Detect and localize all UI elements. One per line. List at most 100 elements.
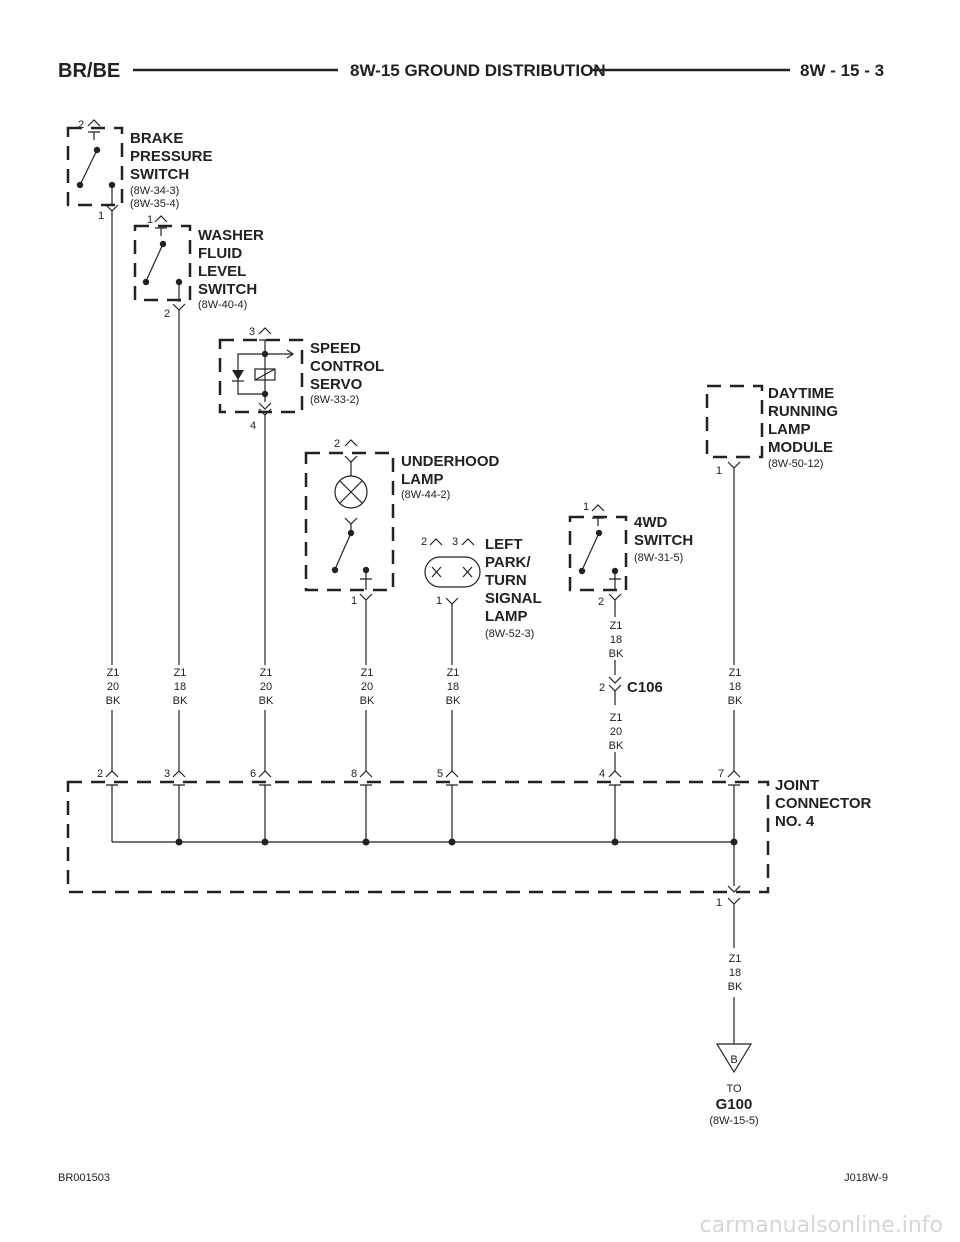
terminal-icon xyxy=(155,227,167,236)
connector-female-icon xyxy=(429,538,443,546)
wire-1-color: BK xyxy=(106,695,121,707)
connector-female-icon xyxy=(591,504,605,512)
switch-blade-icon xyxy=(80,149,98,184)
inline-connector-icon xyxy=(608,676,622,692)
washer-switch-outline xyxy=(133,224,192,302)
underhood-lamp-pin-top: 2 xyxy=(334,438,340,450)
park-lamp-pin-2: 2 xyxy=(421,536,427,548)
drl-module-label-2: RUNNING xyxy=(768,403,838,420)
splice-icon xyxy=(730,838,738,846)
switch-blade-icon xyxy=(335,532,352,568)
wire-6-upper-color: BK xyxy=(609,648,624,660)
joint-pin-7: 7 xyxy=(718,768,724,780)
joint-connector-no-4: 2 3 6 8 5 4 7 1 JOINT CONNECTOR xyxy=(66,768,872,909)
ground-ref: (8W-15-5) xyxy=(709,1115,758,1127)
washer-switch-label-4: SWITCH xyxy=(198,281,257,298)
washer-switch-ref: (8W-40-4) xyxy=(198,299,247,311)
four-wd-switch-label-2: SWITCH xyxy=(634,532,693,549)
ground-letter: B xyxy=(730,1054,737,1066)
underhood-lamp-pin-bottom: 1 xyxy=(351,595,357,607)
wire-5-circuit: Z1 xyxy=(447,667,460,679)
park-lamp-label-5: LAMP xyxy=(485,608,528,625)
switch-contact-icon xyxy=(578,567,586,575)
washer-switch-label-1: WASHER xyxy=(198,227,264,244)
wire-out-gauge: 18 xyxy=(729,967,741,979)
c106-pin: 2 xyxy=(599,682,605,694)
brake-switch-pin-bottom: 1 xyxy=(98,210,104,222)
wire-2-color: BK xyxy=(173,695,188,707)
wire-3-circuit: Z1 xyxy=(260,667,273,679)
washer-switch-pin-top: 1 xyxy=(147,214,153,226)
switch-contact-icon xyxy=(331,566,339,574)
wire-3-gauge: 20 xyxy=(260,681,272,693)
park-lamp-label-3: TURN xyxy=(485,572,527,589)
speed-control-servo: 3 4 SPEED CONTROL SERVO (8W-33-2) xyxy=(218,326,384,432)
solenoid-coil-icon xyxy=(254,368,276,381)
connector-female-icon xyxy=(105,770,119,842)
washer-switch-label-2: FLUID xyxy=(198,245,242,262)
park-lamp-label-2: PARK/ xyxy=(485,554,531,571)
brake-switch-ref-2: (8W-35-4) xyxy=(130,198,179,210)
wire-5-color: BK xyxy=(446,695,461,707)
washer-switch-label-3: LEVEL xyxy=(198,263,246,280)
wire-6-lower-gauge: 20 xyxy=(610,726,622,738)
connector-female-icon xyxy=(87,119,101,127)
wire-6-lower-color: BK xyxy=(609,740,624,752)
joint-pin-6: 6 xyxy=(250,768,256,780)
wire-2-circuit: Z1 xyxy=(174,667,187,679)
arrow-icon xyxy=(265,349,295,359)
connector-female-icon xyxy=(344,439,358,447)
servo-label-3: SERVO xyxy=(310,376,363,393)
splice-icon xyxy=(261,838,269,846)
four-wd-switch-pin-bottom: 2 xyxy=(598,596,604,608)
joint-connector-pins: 2 3 6 8 5 4 7 xyxy=(97,768,741,886)
brake-switch-outline xyxy=(66,126,124,207)
joint-connector-label-1: JOINT xyxy=(775,777,819,794)
ground-output: Z1 18 BK B TO G100 (8W-15-5) xyxy=(709,904,759,1127)
switch-blade-icon xyxy=(146,243,164,280)
servo-label-1: SPEED xyxy=(310,340,361,357)
daytime-running-lamp-module: 1 DAYTIME RUNNING LAMP MODULE (8W-50-12) xyxy=(705,384,838,477)
drl-module-label-3: LAMP xyxy=(768,421,811,438)
washer-switch-pin-bottom: 2 xyxy=(164,308,170,320)
connector-female-icon xyxy=(172,770,186,842)
brake-switch-label-1: BRAKE xyxy=(130,130,183,147)
underhood-lamp-ref: (8W-44-2) xyxy=(401,489,450,501)
wire-out-color: BK xyxy=(728,981,743,993)
wire-1-circuit: Z1 xyxy=(107,667,120,679)
header-title: 8W-15 GROUND DISTRIBUTION xyxy=(350,61,606,80)
wire-4-gauge: 20 xyxy=(361,681,373,693)
wire-labels: Z1 20 BK Z1 18 BK Z1 20 BK Z1 20 BK Z1 1… xyxy=(106,620,743,752)
four-wd-switch-label-1: 4WD xyxy=(634,514,668,531)
servo-label-2: CONTROL xyxy=(310,358,384,375)
joint-pin-8: 8 xyxy=(351,768,357,780)
splice-icon xyxy=(175,838,183,846)
joint-pin-out: 1 xyxy=(716,897,722,909)
splice-icon xyxy=(448,838,456,846)
connector-male-icon xyxy=(172,303,186,311)
four-wd-switch-outline xyxy=(568,515,628,592)
footer-drawing-id: J018W-9 xyxy=(844,1172,888,1184)
wire-6-upper-circuit: Z1 xyxy=(610,620,623,632)
joint-pin-5: 5 xyxy=(437,768,443,780)
underhood-lamp-label-2: LAMP xyxy=(401,471,444,488)
terminal-icon xyxy=(344,455,358,476)
connector-female-icon xyxy=(461,538,475,546)
connector-male-icon xyxy=(727,461,741,469)
park-lamp-label-4: SIGNAL xyxy=(485,590,542,607)
footer-figure-id: BR001503 xyxy=(58,1172,110,1184)
brake-pressure-switch: 2 1 BRAKE PRESSURE SWITCH (8W-34-3) (8W-… xyxy=(66,119,213,222)
connector-female-icon xyxy=(258,327,272,335)
header-model: BR/BE xyxy=(58,60,120,82)
connector-male-icon xyxy=(727,885,741,905)
washer-fluid-level-switch: 1 2 WASHER FLUID LEVEL SWITCH (8W-40-4) xyxy=(133,214,264,320)
switch-blade-icon xyxy=(582,532,600,569)
wire-7-circuit: Z1 xyxy=(729,667,742,679)
connector-female-icon xyxy=(154,215,168,223)
drl-module-label-4: MODULE xyxy=(768,439,833,456)
servo-outline xyxy=(218,338,304,414)
inline-connector-c106: 2 C106 xyxy=(599,676,663,705)
wires xyxy=(111,211,735,772)
switch-contact-icon xyxy=(76,181,84,189)
